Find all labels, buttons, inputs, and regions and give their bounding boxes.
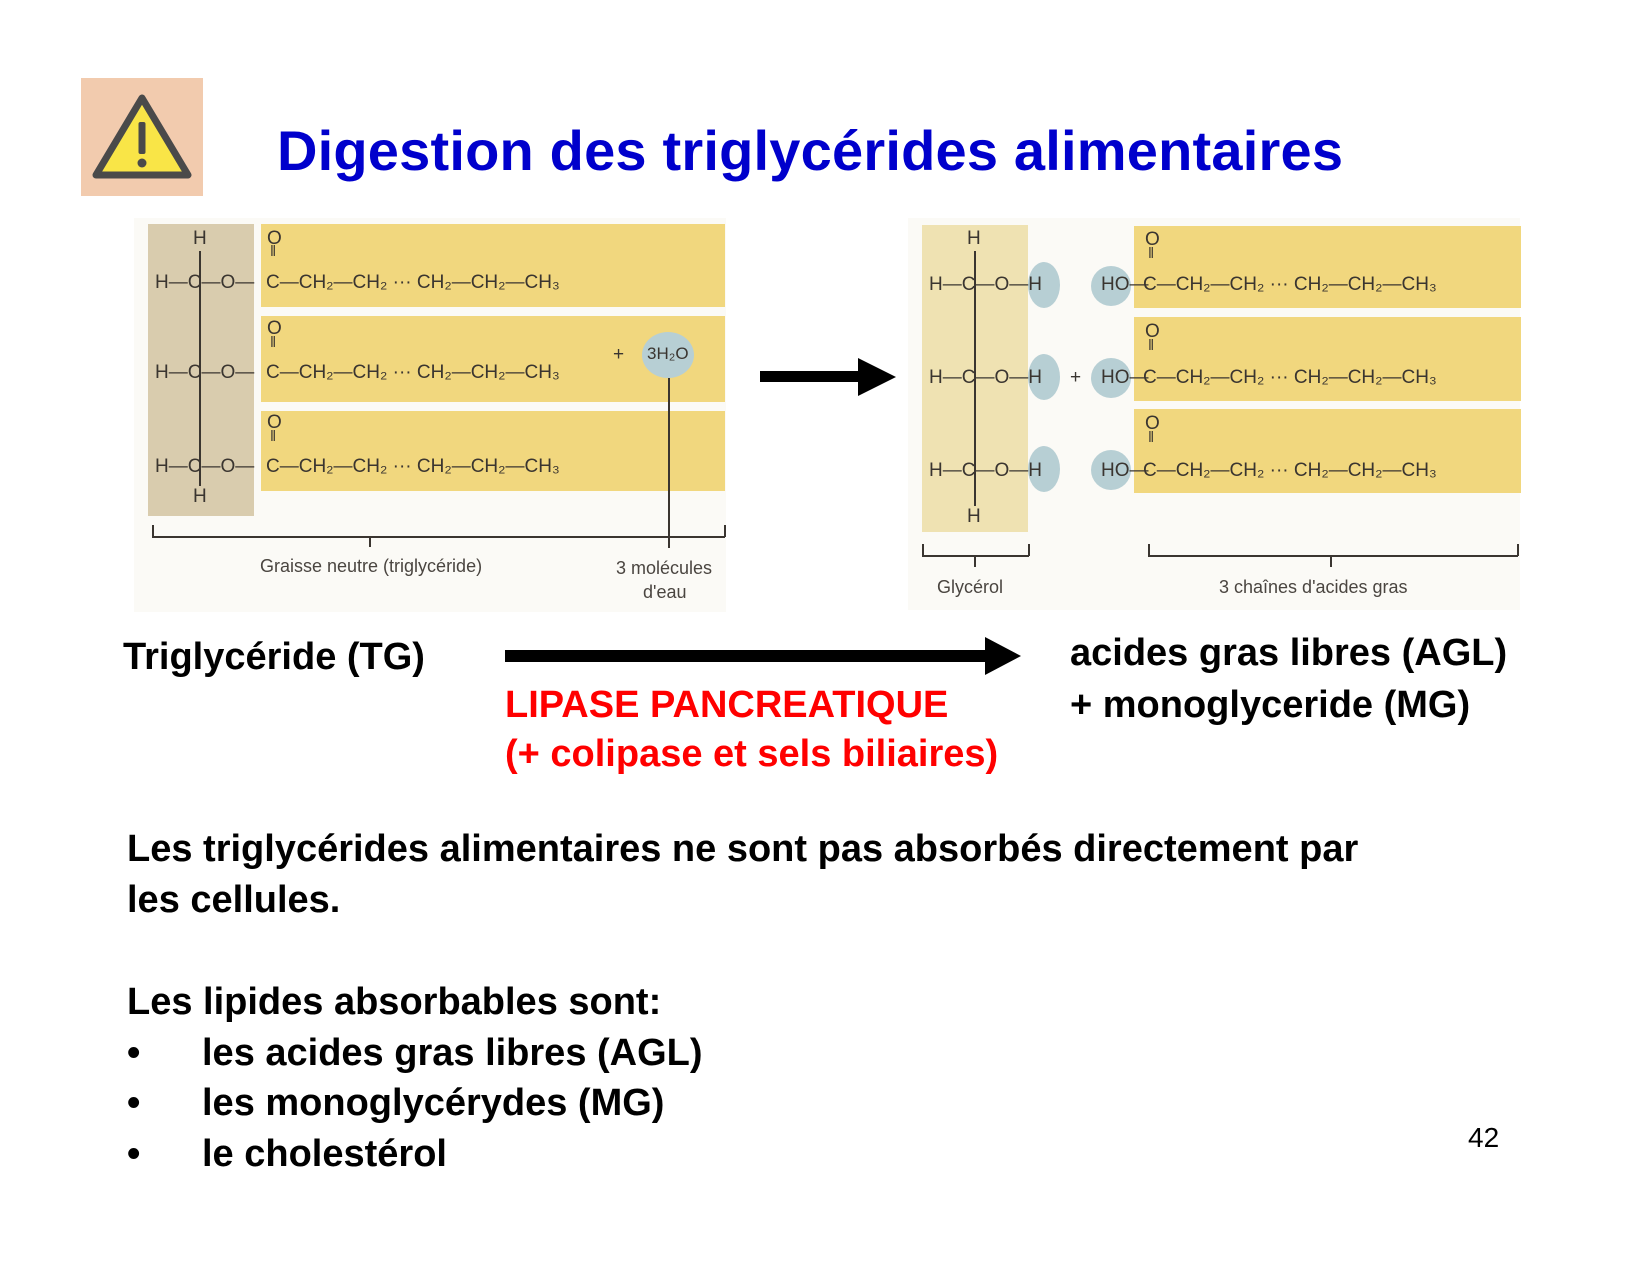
acid-hydroxyl-2: HO— xyxy=(1101,367,1149,388)
ester-carbonyl-o-1: O xyxy=(267,228,282,249)
ester-carbonyl-o-3: O xyxy=(267,412,282,433)
fatty-acid-chain-3: C—CH₂—CH₂ ··· CH₂—CH₂—CH₃ xyxy=(1143,460,1437,481)
chains-bracket-right xyxy=(1517,544,1519,556)
glycerol-bracket-tick xyxy=(974,555,976,567)
list-heading: Les lipides absorbables sont: xyxy=(127,981,662,1023)
paragraph-line-2: les cellules. xyxy=(127,879,341,921)
warning-icon-box xyxy=(81,78,203,196)
reaction-product-2: + monoglyceride (MG) xyxy=(1070,684,1471,726)
fatty-acid-chain-1: C—CH₂—CH₂ ··· CH₂—CH₂—CH₃ xyxy=(266,272,560,293)
reaction-product-1: acides gras libres (AGL) xyxy=(1070,632,1508,674)
fat-bracket-tick xyxy=(369,536,371,547)
chains-bracket-bar xyxy=(1148,555,1518,557)
acid-double-bond-1: ‖ xyxy=(1148,245,1155,262)
page-number: 42 xyxy=(1468,1122,1500,1153)
label-fatty-acid-chains: 3 chaînes d'acides gras xyxy=(1219,577,1408,597)
water-drop-acid-3 xyxy=(1091,450,1131,490)
glycerol-bottom-h: H xyxy=(193,486,207,507)
glycerol-top-h: H xyxy=(193,228,207,249)
fatty-acid-block-2 xyxy=(1134,317,1521,401)
reaction-substrate: Triglycéride (TG) xyxy=(123,636,425,678)
glycerol-bracket-left xyxy=(922,544,924,556)
fatty-acid-block-3 xyxy=(1134,409,1521,493)
glycerol-vertical-bond xyxy=(199,251,201,486)
list-item: le cholestérol xyxy=(202,1133,447,1175)
reaction-arrow-icon xyxy=(505,637,1021,675)
glycerol-bottom-h: H xyxy=(967,506,981,527)
acid-double-bond-3: ‖ xyxy=(1148,429,1155,446)
warning-icon xyxy=(92,94,192,179)
fat-bracket-bar xyxy=(152,536,725,538)
enzyme-cofactors: (+ colipase et sels biliaires) xyxy=(505,733,999,775)
fatty-acid-chain-2: C—CH₂—CH₂ ··· CH₂—CH₂—CH₃ xyxy=(1143,367,1437,388)
chains-bracket-tick xyxy=(1330,555,1332,567)
diagram-arrow-icon xyxy=(760,358,896,396)
glycerol-row-3: H—C—O—H xyxy=(929,460,1042,481)
fatty-acid-block-3 xyxy=(261,411,725,491)
acid-hydroxyl-3: HO— xyxy=(1101,460,1149,481)
acid-carbonyl-o-3: O xyxy=(1145,413,1160,434)
bullet-icon: • xyxy=(127,1082,141,1124)
label-water-1: 3 molécules xyxy=(616,558,713,578)
slide-title: Digestion des triglycérides alimentaires xyxy=(277,119,1344,182)
water-drop-acid-2 xyxy=(1091,358,1131,398)
fatty-acid-block-1 xyxy=(261,224,725,307)
acid-double-bond-2: ‖ xyxy=(1148,337,1155,354)
label-glycerol: Glycérol xyxy=(937,577,1004,597)
fatty-acid-block-1 xyxy=(1134,226,1521,308)
fat-bracket-left xyxy=(152,525,154,537)
bullet-icon: • xyxy=(127,1032,141,1074)
water-drop-glycerol-3 xyxy=(1028,446,1060,492)
label-neutral-fat: Graisse neutre (triglycéride) xyxy=(260,556,483,576)
glycerol-row-2: H—C—O—H xyxy=(929,367,1042,388)
plus-sign: + xyxy=(1070,367,1082,388)
ester-carbonyl-o-2: O xyxy=(267,318,282,339)
fatty-acid-chain-3: C—CH₂—CH₂ ··· CH₂—CH₂—CH₃ xyxy=(266,456,560,477)
fat-bracket-right xyxy=(724,525,726,537)
glycerol-row-1: H—C—O—H xyxy=(929,274,1042,295)
glycerol-row-3: H—C—O— xyxy=(155,456,255,477)
glycerol-bracket-right xyxy=(1028,544,1030,556)
glycerol-row-2: H—C—O— xyxy=(155,362,255,383)
list-item: les monoglycérydes (MG) xyxy=(202,1082,665,1124)
hydrolysis-products-diagram: H H H—C—O—H HO— O ‖ C—CH₂—CH₂ ··· CH₂—CH… xyxy=(908,218,1521,610)
water-drop xyxy=(642,332,694,378)
triglyceride-diagram: H H O ‖ H—C—O— C—CH₂—CH₂ ··· CH₂—CH₂—CH₃… xyxy=(134,218,726,612)
ester-double-bond-1: ‖ xyxy=(270,243,277,260)
water-formula: 3H₂O xyxy=(647,344,689,363)
glycerol-backbone-block xyxy=(148,224,254,516)
fatty-acid-chain-1: C—CH₂—CH₂ ··· CH₂—CH₂—CH₃ xyxy=(1143,274,1437,295)
acid-hydroxyl-1: HO— xyxy=(1101,274,1149,295)
glycerol-row-1: H—C—O— xyxy=(155,272,255,293)
water-drop-glycerol-2 xyxy=(1028,354,1060,400)
ester-double-bond-2: ‖ xyxy=(270,334,277,351)
paragraph-line-1: Les triglycérides alimentaires ne sont p… xyxy=(127,828,1359,870)
glycerol-vertical-bond xyxy=(974,251,976,506)
acid-carbonyl-o-2: O xyxy=(1145,321,1160,342)
fatty-acid-chain-2: C—CH₂—CH₂ ··· CH₂—CH₂—CH₃ xyxy=(266,362,560,383)
water-drop-acid-1 xyxy=(1091,266,1131,306)
acid-carbonyl-o-1: O xyxy=(1145,229,1160,250)
plus-sign: + xyxy=(613,344,625,365)
list-item: les acides gras libres (AGL) xyxy=(202,1032,703,1074)
water-pointer-line xyxy=(668,378,670,548)
water-drop-glycerol-1 xyxy=(1028,262,1060,308)
glycerol-top-h: H xyxy=(967,228,981,249)
glycerol-bracket-bar xyxy=(922,555,1029,557)
ester-double-bond-3: ‖ xyxy=(270,428,277,445)
enzyme-name: LIPASE PANCREATIQUE xyxy=(505,684,949,726)
bullet-icon: • xyxy=(127,1133,141,1175)
label-water-2: d'eau xyxy=(643,582,687,602)
chains-bracket-left xyxy=(1148,544,1150,556)
